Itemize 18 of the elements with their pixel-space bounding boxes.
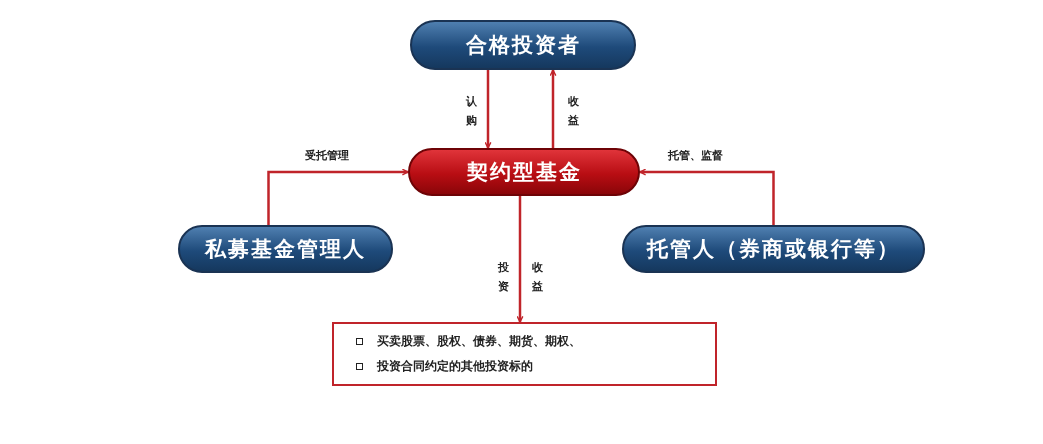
flow-label: 收益 <box>532 260 544 295</box>
edge-label: 受托管理 <box>305 148 349 164</box>
arrow <box>549 69 557 148</box>
edge-label: 托管、监督 <box>668 148 723 164</box>
list-item-text: 投资合同约定的其他投资标的 <box>377 358 533 375</box>
arrow <box>639 168 775 225</box>
arrow <box>484 70 492 149</box>
edge-label: 收益 <box>568 94 580 129</box>
custodian-box: 托管人（券商或银行等） <box>622 225 925 273</box>
fund-box: 契约型基金 <box>408 148 640 196</box>
arrow <box>516 196 524 323</box>
edge-label: 认购 <box>466 94 478 129</box>
arrow <box>267 168 409 225</box>
investment-scope-box <box>332 322 717 386</box>
investor-box: 合格投资者 <box>410 20 636 70</box>
edge-label: 投资 <box>498 260 510 295</box>
manager-box: 私募基金管理人 <box>178 225 393 273</box>
list-item-text: 买卖股票、股权、债券、期货、期权、 <box>377 333 581 350</box>
